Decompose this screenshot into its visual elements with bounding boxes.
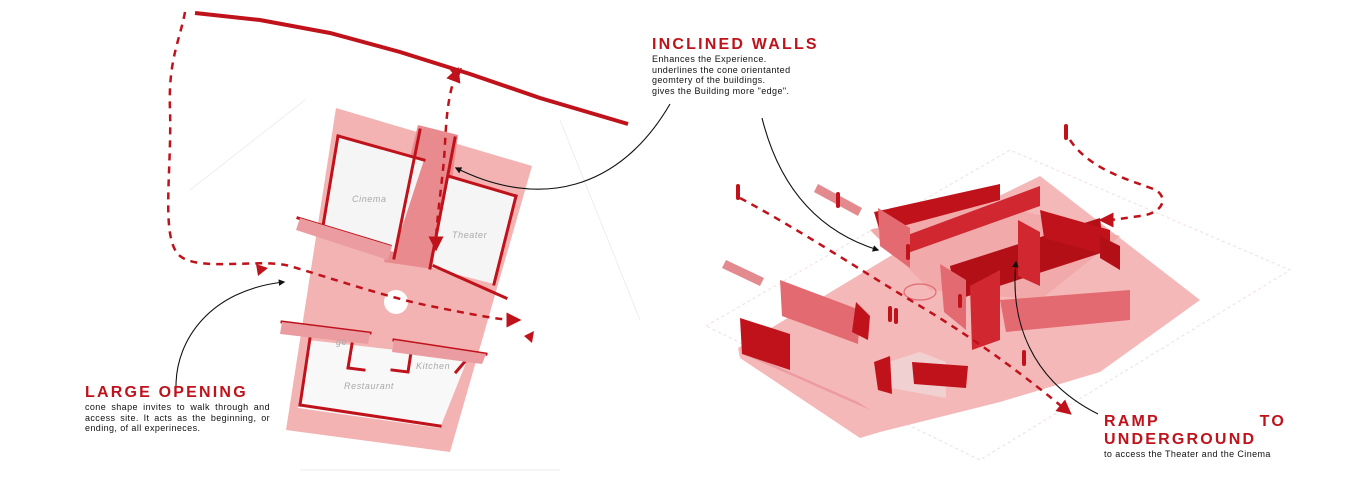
- callout-ramp-title-line-2: UNDERGROUND: [1104, 431, 1257, 448]
- room-label-kitchen: Kitchen: [416, 361, 450, 371]
- plan-direction-triangle-3: [450, 68, 462, 80]
- callout-ramp-body: to access the Theater and the Cinema: [1104, 449, 1271, 459]
- callout-inclined-walls-line-3: geomtery of the buildings.: [652, 75, 766, 85]
- callout-inclined-walls-title: INCLINED WALLS: [652, 36, 819, 53]
- callout-inclined-walls-line-2: underlines the cone orientanted: [652, 64, 791, 75]
- axonometric-view: [704, 124, 1292, 461]
- callout-large-opening-body: cone shape invites to walk through and a…: [85, 402, 270, 433]
- room-label-cinema: Cinema: [352, 194, 387, 204]
- callout-inclined-walls-body: Enhances the Experience. underlines the …: [652, 54, 852, 96]
- site-guide-lines: [189, 99, 641, 471]
- leader-large-opening: [175, 279, 286, 387]
- callout-inclined-walls: INCLINED WALLS Enhances the Experience. …: [652, 36, 852, 96]
- site-plan: Cinema Theater Kitchen Restaurant ge: [166, 11, 641, 471]
- callout-ramp-title-word-1: RAMP: [1104, 413, 1160, 430]
- callout-large-opening-title: LARGE OPENING: [85, 384, 248, 401]
- room-label-restaurant: Restaurant: [344, 381, 394, 391]
- callout-large-opening: LARGE OPENING cone shape invites to walk…: [85, 384, 270, 434]
- plan-direction-triangle-2: [524, 331, 534, 343]
- axo-circulation-path-main: [739, 196, 1072, 415]
- plan-wall-shadows: [280, 218, 486, 364]
- leader-inclined-walls-axo: [761, 117, 880, 252]
- street-boundary-line: [194, 11, 629, 126]
- plan-room-cinema: [322, 136, 424, 252]
- callout-inclined-walls-line-4: gives the Building more "edge".: [652, 85, 790, 96]
- plan-room-restaurant: [298, 340, 468, 428]
- axo-walls: [740, 184, 1130, 398]
- axo-underground-shade: [740, 350, 870, 410]
- axo-people: [736, 124, 1068, 366]
- leader-inclined-walls-plan: [454, 103, 671, 190]
- axo-opening-ellipse: [903, 283, 937, 301]
- room-label-cut: ge: [336, 337, 347, 347]
- plan-direction-triangle-1: [256, 264, 268, 276]
- callout-ramp-title-word-2: TO: [1259, 413, 1286, 430]
- axo-fragment-2: [722, 260, 764, 286]
- callout-ramp-title-row: RAMP TO: [1104, 413, 1286, 431]
- axo-circulation-path-right: [1068, 139, 1164, 228]
- leader-ramp: [1012, 260, 1099, 415]
- plan-circulation-path: [166, 11, 522, 328]
- large-opening-circle: [384, 290, 408, 314]
- room-label-theater: Theater: [452, 230, 488, 240]
- callout-inclined-walls-line-1: Enhances the Experience.: [652, 54, 767, 64]
- callout-ramp: RAMP TO UNDERGROUND to access the Theate…: [1104, 413, 1286, 460]
